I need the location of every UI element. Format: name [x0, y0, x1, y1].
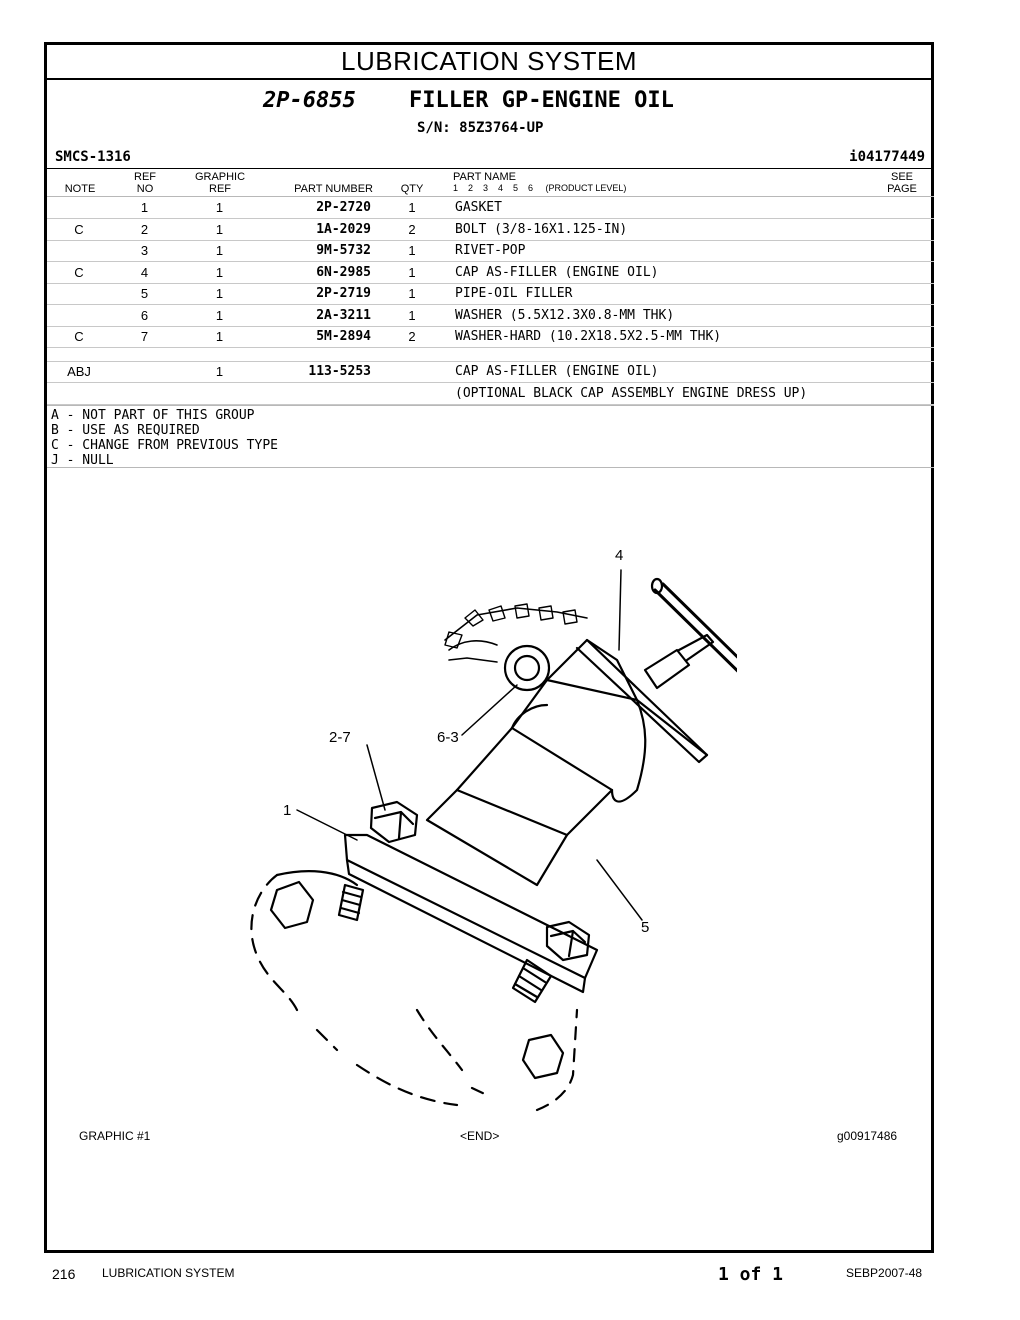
table-row: 5 1 2P-2719 1 PIPE-OIL FILLER [47, 283, 934, 305]
row-part-number: 1A-2029 [316, 221, 371, 237]
row-graphic-ref: 1 [215, 286, 224, 301]
graphic-id: g00917486 [837, 1129, 898, 1143]
row-part-name: CAP AS-FILLER (ENGINE OIL) [455, 264, 659, 280]
group-name: FILLER GP-ENGINE OIL [409, 88, 674, 113]
note-line: A - NOT PART OF THIS GROUP [51, 408, 255, 423]
callout-2-7: 2-7 [329, 729, 351, 746]
table-row [47, 348, 934, 362]
row-qty: 1 [408, 286, 416, 301]
callout-5: 5 [641, 919, 649, 936]
table-row: 6 1 2A-3211 1 WASHER (5.5X12.3X0.8-MM THK) [47, 305, 934, 327]
col-graphic-top: GRAPHIC [194, 171, 246, 183]
row-part-number: 9M-5732 [316, 243, 371, 258]
row-part-name: RIVET-POP [455, 243, 526, 258]
table-top-rule [47, 196, 934, 197]
row-qty: 1 [408, 264, 416, 280]
row-graphic-ref: 1 [215, 364, 224, 379]
page-frame: LUBRICATION SYSTEM 2P-6855 FILLER GP-ENG… [44, 42, 934, 1253]
row-note: ABJ [67, 364, 91, 379]
col-see-bottom: PAGE [887, 183, 917, 195]
row-ref-no: 2 [140, 221, 149, 237]
col-product-levels: 1 2 3 4 5 6 (PRODUCT LEVEL) [453, 183, 627, 193]
row-ref-no: 6 [140, 307, 149, 323]
row-graphic-ref: 1 [215, 307, 224, 323]
row-ref-no: 7 [140, 329, 149, 344]
row-qty: 1 [408, 200, 416, 215]
row-part-number: 2P-2720 [316, 200, 371, 215]
table-row: (OPTIONAL BLACK CAP ASSEMBLY ENGINE DRES… [47, 383, 934, 405]
note-line: J - NULL [51, 453, 114, 468]
note-line: B - USE AS REQUIRED [51, 423, 200, 438]
row-part-name: WASHER-HARD (10.2X18.5X2.5-MM THK) [455, 329, 722, 344]
col-see-top: SEE [890, 171, 913, 183]
row-ref-no: 4 [140, 264, 149, 280]
row-part-name: PIPE-OIL FILLER [455, 286, 573, 301]
footer-page-of: 1 of 1 [718, 1264, 784, 1285]
serial-number: S/N: 85Z3764-UP [417, 120, 544, 136]
graphic-label: GRAPHIC #1 [79, 1129, 151, 1143]
row-qty: 1 [408, 243, 416, 258]
row-part-name: BOLT (3/8-16X1.125-IN) [455, 221, 628, 237]
row-graphic-ref: 1 [215, 200, 224, 215]
row-part-number: 113-5253 [308, 364, 371, 379]
table-row: C 4 1 6N-2985 1 CAP AS-FILLER (ENGINE OIL) [47, 262, 934, 284]
row-qty: 1 [408, 307, 416, 323]
row-note: C [74, 221, 84, 237]
row-part-name: CAP AS-FILLER (ENGINE OIL) [455, 364, 659, 379]
section-title: LUBRICATION SYSTEM [47, 45, 931, 80]
table-row: 1 1 2P-2720 1 GASKET [47, 197, 934, 219]
callout-1: 1 [283, 802, 291, 819]
row-part-name: GASKET [455, 200, 502, 215]
table-bottom-rule [47, 405, 934, 406]
col-part-name: PART NAME [453, 171, 516, 183]
footer-page-number: 216 [52, 1266, 76, 1282]
row-graphic-ref: 1 [215, 221, 224, 237]
col-ref-bottom: NO [136, 183, 154, 195]
row-part-number: 6N-2985 [316, 264, 371, 280]
row-ref-no: 3 [140, 243, 149, 258]
row-graphic-ref: 1 [215, 264, 224, 280]
header-rule [47, 168, 934, 169]
callout-4: 4 [615, 547, 623, 564]
group-number: 2P-6855 [263, 88, 356, 113]
row-qty: 2 [408, 329, 416, 344]
graphic-end: <END> [460, 1129, 500, 1143]
col-ref-top: REF [134, 171, 156, 183]
row-part-number: 2A-3211 [316, 307, 371, 323]
row-qty: 2 [408, 221, 416, 237]
table-row: 3 1 9M-5732 1 RIVET-POP [47, 240, 934, 262]
row-part-name: WASHER (5.5X12.3X0.8-MM THK) [455, 307, 675, 323]
footer-doc-number: SEBP2007-48 [846, 1266, 923, 1280]
table-row: C 2 1 1A-2029 2 BOLT (3/8-16X1.125-IN) [47, 219, 934, 241]
table-row: C 7 1 5M-2894 2 WASHER-HARD (10.2X18.5X2.5-MM… [47, 326, 934, 348]
row-note: C [74, 329, 84, 344]
callout-6-3: 6-3 [437, 729, 459, 746]
col-graphic-bottom: REF [209, 183, 231, 195]
row-part-name: (OPTIONAL BLACK CAP ASSEMBLY ENGINE DRES… [455, 385, 808, 401]
row-part-number: 2P-2719 [316, 286, 371, 301]
col-note: NOTE [64, 183, 96, 195]
document-id: i04177449 [849, 149, 925, 165]
table-row: ABJ 1 113-5253 CAP AS-FILLER (ENGINE OIL) [47, 361, 934, 383]
filler-group-illustration: 4 2-7 6-3 1 5 [250, 547, 737, 1112]
smcs-code: SMCS-1316 [55, 149, 131, 165]
notes-rule [47, 467, 934, 468]
footer-section: LUBRICATION SYSTEM [102, 1266, 235, 1280]
notes-legend: A - NOT PART OF THIS GROUP B - USE AS RE… [51, 408, 278, 468]
col-part-number: PART NUMBER [294, 183, 373, 195]
note-line: C - CHANGE FROM PREVIOUS TYPE [51, 438, 278, 453]
row-ref-no: 5 [140, 286, 149, 301]
row-ref-no: 1 [140, 200, 149, 215]
row-graphic-ref: 1 [215, 243, 224, 258]
row-graphic-ref: 1 [215, 329, 224, 344]
row-note: C [74, 264, 84, 280]
col-qty: QTY [400, 183, 424, 195]
row-part-number: 5M-2894 [316, 329, 371, 344]
